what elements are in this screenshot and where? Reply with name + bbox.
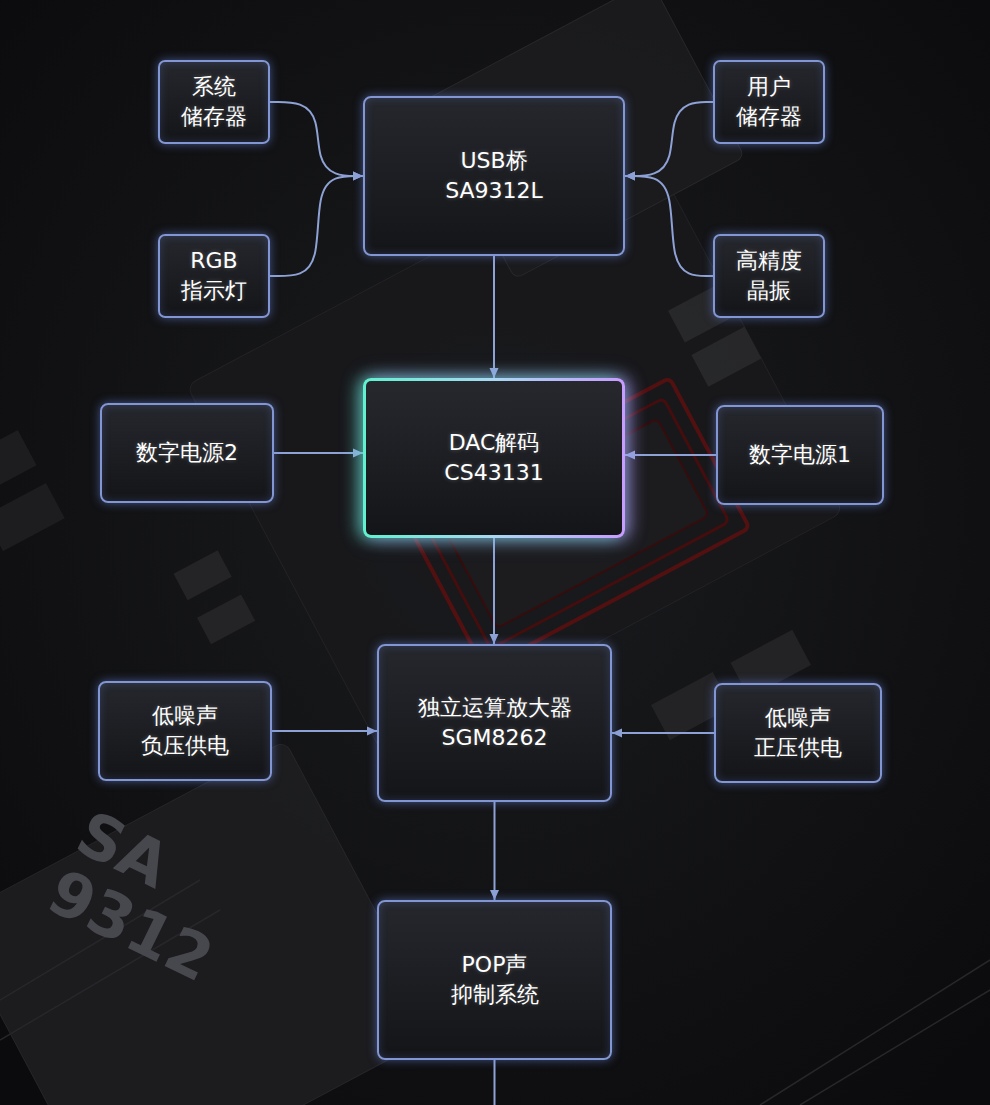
box-label: 数字电源1 [749, 440, 851, 470]
signal-arrow [274, 452, 363, 454]
component-box: 用户 储存器 [713, 60, 825, 144]
signal-arrow [270, 102, 363, 176]
signal-arrow [494, 802, 496, 900]
component-box: 系统 储存器 [158, 60, 270, 144]
component-box: 高精度 晶振 [713, 234, 825, 318]
signal-arrow [612, 732, 714, 734]
signal-arrow [625, 102, 713, 176]
component-box: 独立运算放大器 SGM8262 [377, 644, 612, 802]
component-box: POP声 抑制系统 [377, 900, 612, 1060]
component-box: USB桥 SA9312L [363, 96, 625, 256]
box-label: POP声 抑制系统 [451, 950, 539, 1010]
signal-arrow [493, 538, 495, 644]
box-label: 数字电源2 [136, 438, 238, 468]
component-box: 数字电源2 [100, 403, 274, 503]
box-label: 独立运算放大器 SGM8262 [418, 693, 572, 753]
box-label: 系统 储存器 [181, 72, 247, 132]
component-box: DAC解码 CS43131 [363, 378, 625, 538]
box-label: USB桥 SA9312L [445, 146, 543, 206]
signal-arrow [272, 730, 377, 732]
signal-arrow [625, 176, 713, 276]
component-box: 数字电源1 [716, 405, 884, 505]
box-label: RGB 指示灯 [181, 246, 247, 306]
box-label: DAC解码 CS43131 [444, 428, 543, 488]
signal-arrow [625, 454, 716, 456]
component-box: 低噪声 正压供电 [714, 683, 882, 783]
box-label: 高精度 晶振 [736, 246, 802, 306]
output-line [494, 1060, 496, 1105]
box-label: 用户 储存器 [736, 72, 802, 132]
box-label: 低噪声 正压供电 [754, 703, 842, 763]
box-label: 低噪声 负压供电 [141, 701, 229, 761]
signal-arrow [270, 176, 363, 276]
component-box: 低噪声 负压供电 [98, 681, 272, 781]
component-box: RGB 指示灯 [158, 234, 270, 318]
signal-arrow [493, 256, 495, 378]
